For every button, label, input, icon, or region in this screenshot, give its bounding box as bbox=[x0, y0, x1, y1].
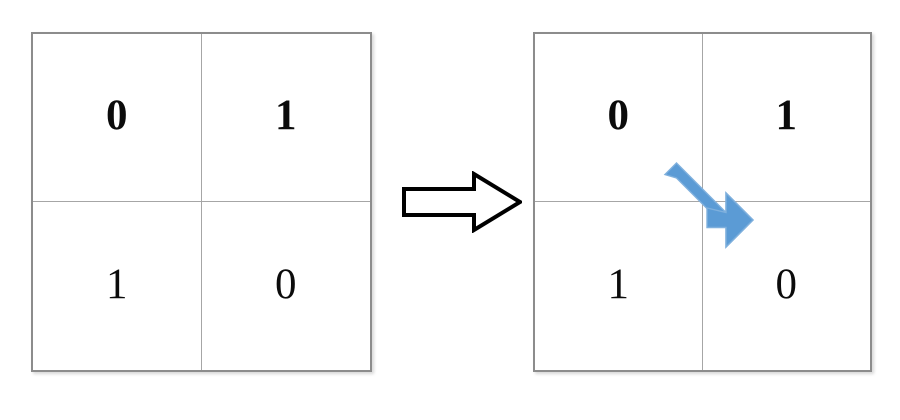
cell-value: 1 bbox=[775, 92, 798, 139]
matrix-after: 0 1 1 0 bbox=[533, 32, 872, 372]
matrix-before: 0 1 1 0 bbox=[31, 32, 372, 372]
down-right-arrow-icon bbox=[663, 162, 754, 249]
cell-value: 1 bbox=[275, 92, 297, 139]
matrix-after-cell-r0c1: 1 bbox=[702, 34, 870, 202]
right-arrow-icon bbox=[402, 171, 522, 233]
cell-value: 0 bbox=[775, 260, 798, 308]
matrix-before-cell-r0c1: 1 bbox=[201, 34, 370, 202]
implies-arrow bbox=[402, 171, 522, 233]
matrix-after-cell-r1c1: 0 bbox=[703, 202, 871, 370]
matrix-after-cell-r0c0: 0 bbox=[535, 34, 703, 202]
cell-value: 1 bbox=[607, 260, 630, 308]
matrix-after-cell-r1c0: 1 bbox=[535, 202, 703, 370]
cell-value: 0 bbox=[607, 92, 630, 139]
matrix-before-cell-r0c0: 0 bbox=[33, 34, 202, 202]
cell-value: 0 bbox=[275, 260, 297, 308]
cell-value: 1 bbox=[106, 260, 128, 308]
diagonal-swap-arrow bbox=[652, 150, 757, 250]
matrix-before-cell-r1c0: 1 bbox=[33, 202, 202, 370]
cell-value: 0 bbox=[106, 92, 128, 139]
matrix-before-cell-r1c1: 0 bbox=[202, 202, 371, 370]
